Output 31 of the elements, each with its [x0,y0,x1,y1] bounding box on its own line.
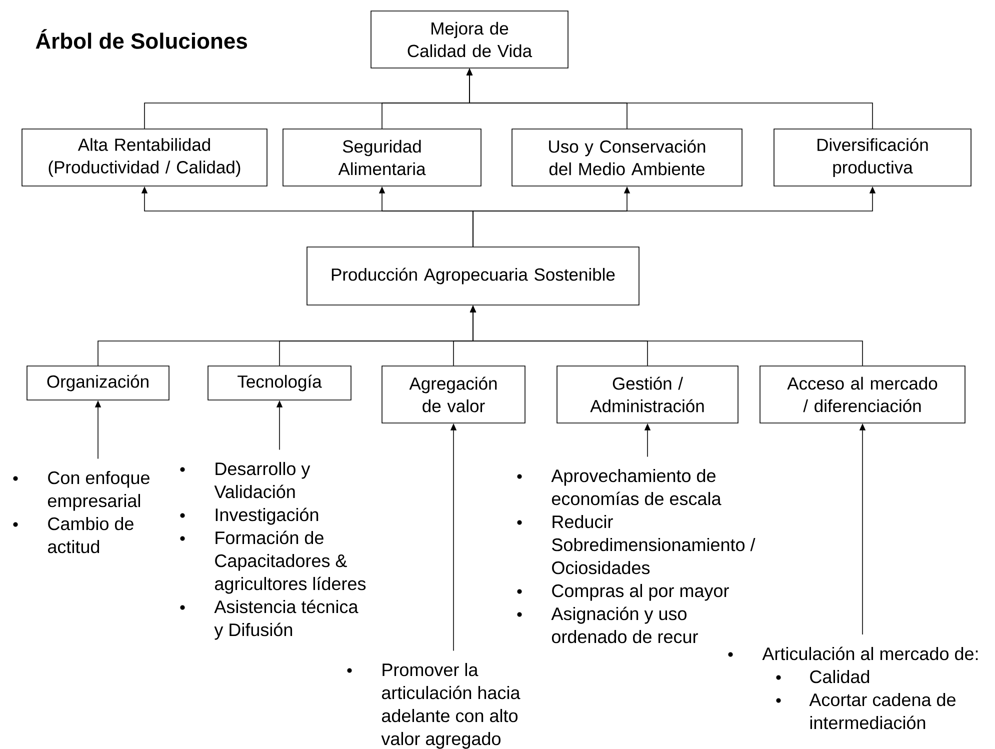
node-label: Con enfoque empresarial [48,470,150,511]
solution-box: Alta Rentabilidad (Productividad / Calidad) [22,128,268,186]
node-label: Acortar cadena de intermediación [809,692,956,730]
solution-box: Producción Agropecuaria Sostenible [306,246,640,306]
node-label: Asistencia técnica y Difusión [214,600,358,640]
node-label: Reducir Sobredimensionamiento / Ociosidades [552,514,756,574]
node-label: Cambio de actitud [48,516,134,554]
solution-box: Mejora de Calidad de Vida [370,10,568,68]
node-label: Promover la articulación hacia adelante con alto valor agregado [381,662,520,749]
bullet-list: Desarrollo y Validación Investigación Formación de Capacitadores & agricultores líderes Asistencia técnica y Difusión [180,462,366,640]
node-label: Asignación y uso ordenado de recur [551,606,698,644]
bullet-list: Articulación al mercado de: Calidad Acortar cadena de intermediación [728,646,978,730]
node-label: Aprovechamiento de economías de escala [551,468,722,506]
solution-box: Organización [26,366,170,400]
bullet-list: Aprovechamiento de economías de escala Reducir Sobredimensionamiento / Ociosidades Compras al por mayor Asignación y uso ordenado de recur [517,468,756,644]
solution-box: Tecnología [208,366,352,400]
solution-box: Uso y Conservación del Medio Ambiente [512,128,742,186]
bullet-list: Con enfoque empresarial Cambio de actitud [13,470,150,554]
bullet-list: Promover la articulación hacia adelante con alto valor agregado [347,662,520,749]
title: Árbol de Soluciones [36,29,247,49]
solution-box: Seguridad Alimentaria [282,128,482,186]
solution-box: Gestión / Administración [556,366,738,424]
solution-box: Agregación de valor [382,366,526,424]
node-label: Formación de Capacitadores & agricultores líderes [214,530,366,594]
node-label: Articulación al mercado de: [762,646,978,660]
node-label: Desarrollo y Validación [214,462,310,498]
solution-box: Acceso al mercado / diferenciación [760,366,966,424]
node-label: Compras al por mayor [552,584,729,601]
node-label: Calidad [810,670,870,684]
node-label: Investigación [216,508,318,525]
solution-box: Diversificación productiva [774,128,972,186]
